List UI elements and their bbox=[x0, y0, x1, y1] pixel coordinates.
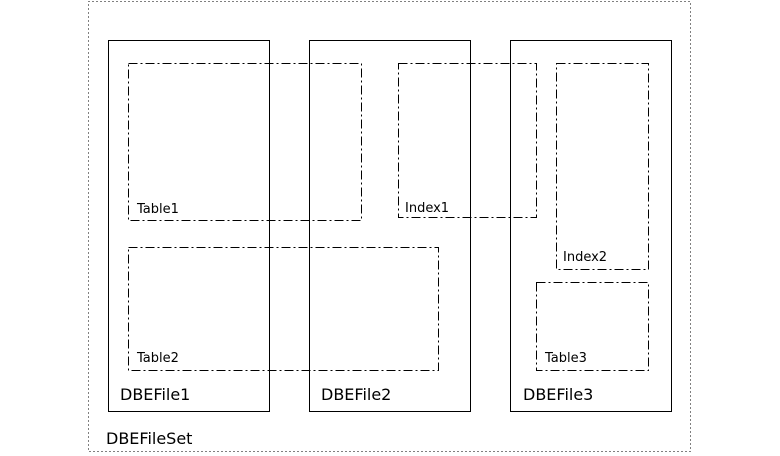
dbefile2-label: DBEFile2 bbox=[321, 385, 391, 404]
dbefile1-box bbox=[108, 40, 270, 412]
table3-label: Table3 bbox=[544, 351, 587, 366]
table1-box bbox=[128, 63, 362, 221]
dbefile1-label: DBEFile1 bbox=[120, 385, 190, 404]
index2-label: Index2 bbox=[563, 250, 607, 265]
table3-box bbox=[536, 282, 649, 371]
dbefile3-label: DBEFile3 bbox=[523, 385, 593, 404]
table2-label: Table2 bbox=[136, 351, 179, 366]
dbefile2-box bbox=[309, 40, 471, 412]
table2-box bbox=[128, 247, 439, 371]
dbefile3-box bbox=[510, 40, 672, 412]
dbefileset-label: DBEFileSet bbox=[106, 429, 192, 448]
table1-label: Table1 bbox=[136, 202, 179, 217]
index1-box bbox=[398, 63, 537, 218]
index2-box bbox=[556, 63, 649, 270]
dbefileset-boundary bbox=[88, 1, 691, 452]
index1-label: Index1 bbox=[405, 201, 449, 216]
